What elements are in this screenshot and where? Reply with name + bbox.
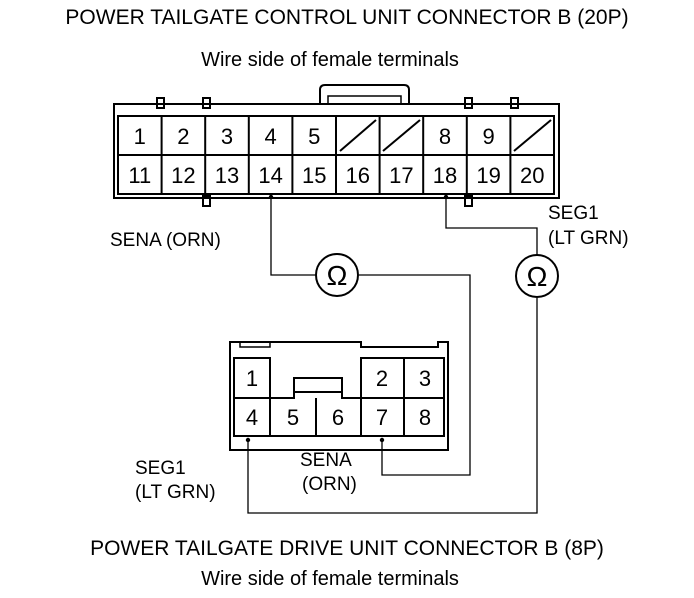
cavity-label: 4 (264, 124, 276, 149)
drive-unit-title: POWER TAILGATE DRIVE UNIT CONNECTOR B (8… (90, 537, 604, 560)
seg1-label: (LT GRN) (548, 228, 629, 249)
cavity-label: 13 (215, 163, 239, 188)
drive-unit-subtitle: Wire side of female terminals (201, 568, 459, 590)
cavity-label: 8 (419, 405, 431, 430)
cavity-label: 8 (439, 124, 451, 149)
ohmmeter-icon: Ω (515, 254, 559, 298)
cavity-label: 16 (346, 163, 370, 188)
control-unit-title: POWER TAILGATE CONTROL UNIT CONNECTOR B … (65, 6, 629, 29)
connector-peg (464, 195, 473, 207)
cavity-label: 17 (389, 163, 413, 188)
ohm-symbol: Ω (327, 260, 348, 291)
sena-wire (270, 197, 316, 276)
unused-cavity-slash (513, 119, 552, 152)
sena-wire (359, 274, 471, 476)
cavity-label: 3 (221, 124, 233, 149)
cavity-label: 15 (302, 163, 326, 188)
cavity-label: 20 (520, 163, 544, 188)
seg1-label: SEG1 (135, 458, 186, 479)
cavity-label: 1 (134, 124, 146, 149)
seg1-wire (247, 298, 538, 514)
cavity-label: 2 (376, 366, 388, 391)
cavity-label: 6 (332, 405, 344, 430)
sena-label: SENA (300, 450, 352, 471)
cavity-label: 7 (376, 405, 388, 430)
control-unit-subtitle: Wire side of female terminals (201, 49, 459, 71)
drive-unit-connector (229, 341, 449, 451)
ohmmeter-icon: Ω (315, 253, 359, 297)
seg1-label: (LT GRN) (135, 482, 216, 503)
cavity-label: 12 (171, 163, 195, 188)
sena-label: SENA (ORN) (110, 230, 221, 251)
connector-body (113, 103, 560, 199)
cavity-label: 18 (433, 163, 457, 188)
cavity-label: 4 (246, 405, 258, 430)
connector-latch (319, 84, 410, 104)
sena-label: (ORN) (302, 474, 357, 495)
cavity-label: 11 (128, 163, 151, 188)
cavity-label: 9 (482, 124, 494, 149)
ohm-symbol: Ω (527, 261, 548, 292)
cavity-label: 5 (287, 405, 299, 430)
unused-cavity-slash (382, 119, 421, 152)
cavity-label: 3 (419, 366, 431, 391)
seg1-wire (445, 197, 538, 255)
unused-cavity-slash (339, 119, 377, 152)
connector-body (229, 341, 449, 451)
cavity-label: 5 (308, 124, 320, 149)
cavity-label: 19 (476, 163, 500, 188)
cavity-label: 14 (258, 163, 282, 188)
control-unit-connector (113, 84, 560, 207)
connector-peg (202, 195, 211, 207)
seg1-label: SEG1 (548, 203, 599, 224)
cavity-label: 1 (246, 366, 258, 391)
cavity-label: 2 (177, 124, 189, 149)
